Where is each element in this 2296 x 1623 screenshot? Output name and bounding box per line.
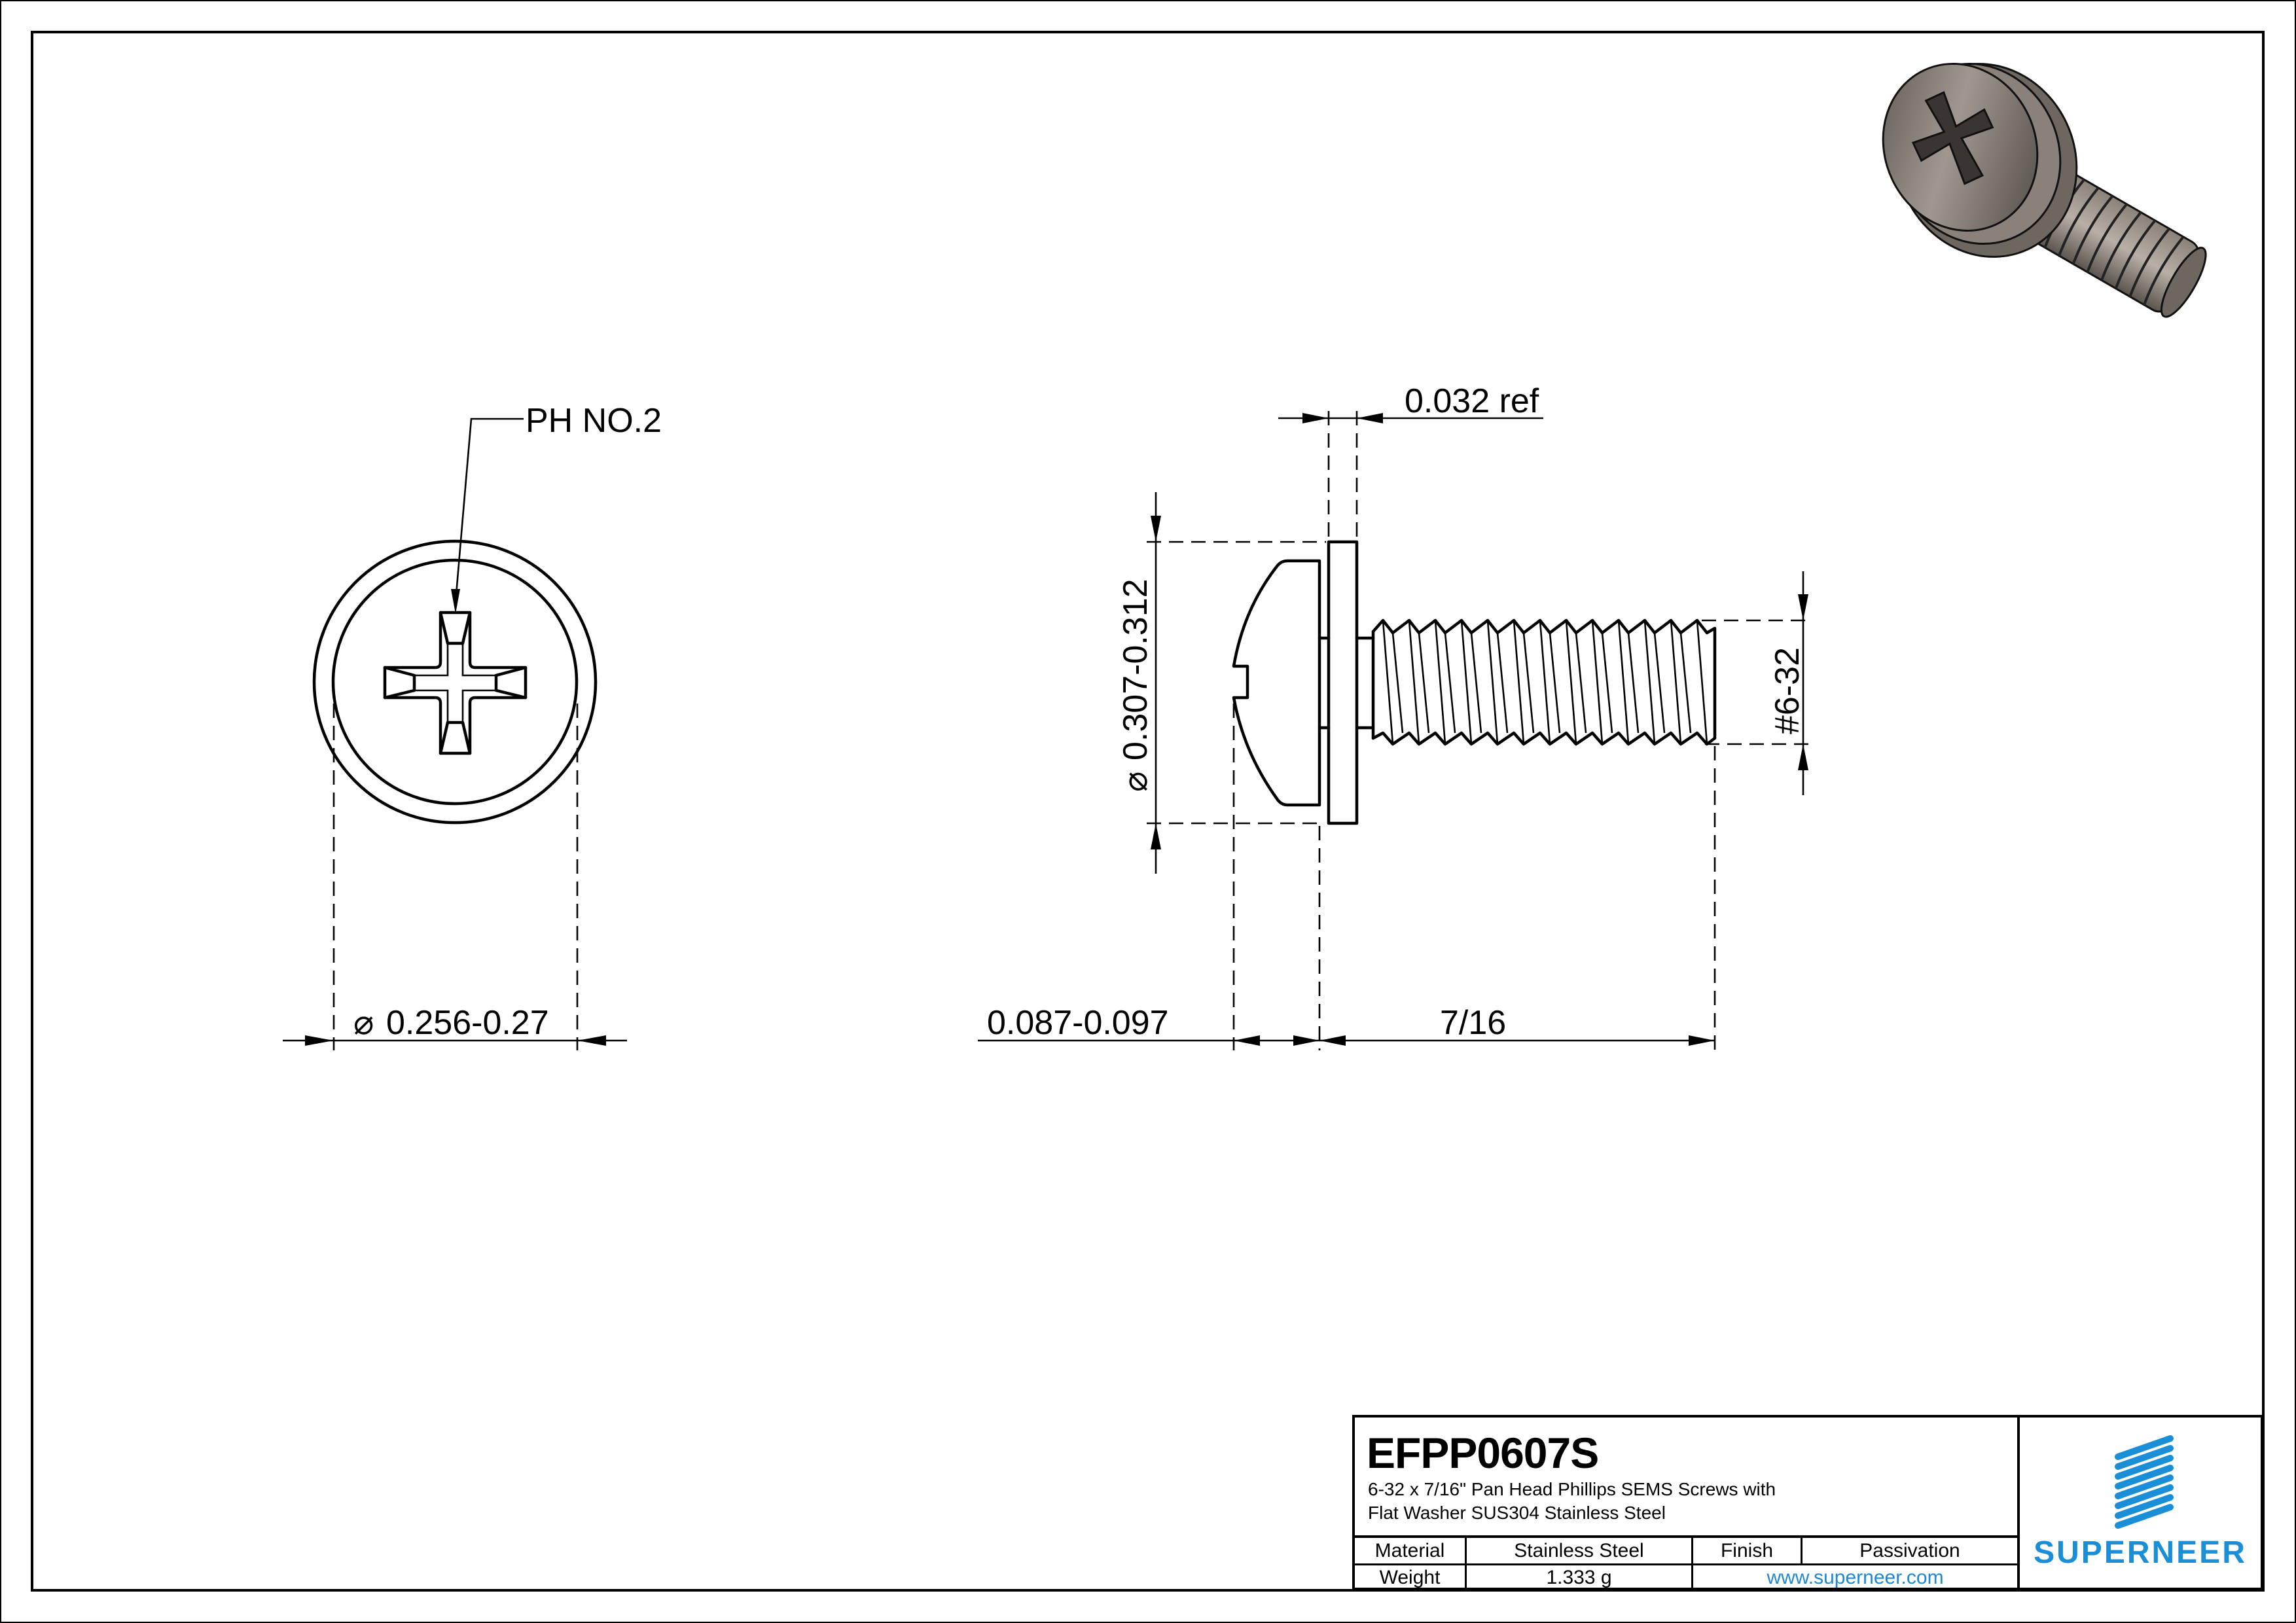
dimension-head-diameter: 0.256-0.27	[386, 1004, 549, 1042]
arrow-icon	[577, 1035, 606, 1046]
arrow-icon	[1689, 1035, 1715, 1046]
arrow-icon	[1798, 594, 1808, 620]
superneer-logo-icon	[2115, 1435, 2174, 1529]
dimension-head-height: 0.087-0.097	[987, 1004, 1169, 1042]
weight-label: Weight	[1355, 1565, 1467, 1590]
arrow-icon	[1151, 516, 1161, 542]
title-block-properties: Material Stainless Steel Finish Passivat…	[1355, 1535, 2020, 1590]
arrow-icon	[1151, 823, 1161, 849]
title-block-header: EFPP0607S 6-32 x 7/16" Pan Head Phillips…	[1355, 1418, 2020, 1535]
title-block: EFPP0607S 6-32 x 7/16" Pan Head Phillips…	[1352, 1415, 2263, 1590]
arrow-icon	[1357, 413, 1383, 423]
thread-profile	[1371, 618, 1717, 746]
inner-border	[31, 31, 2265, 1592]
arrow-icon	[1798, 744, 1808, 770]
arrow-icon	[1302, 413, 1329, 423]
finish-value: Passivation	[1859, 1539, 1960, 1561]
screw-3d-render-icon	[1882, 63, 2207, 318]
head-outline	[331, 558, 579, 806]
website-link[interactable]: www.superneer.com	[1767, 1567, 1944, 1588]
callout-ph-no2: PH NO.2	[526, 402, 662, 440]
brand-name: SUPERNEER	[2034, 1535, 2247, 1570]
properties-row-material: Material Stainless Steel Finish Passivat…	[1355, 1538, 2017, 1565]
properties-row-weight: Weight 1.333 g www.superneer.com	[1355, 1565, 2017, 1590]
top-view: PH NO.2 ⌀ 0.256-0.27	[283, 402, 662, 1050]
finish-label: Finish	[1693, 1538, 1803, 1563]
arrow-icon	[1293, 1035, 1319, 1046]
side-view: 0.032 ref ⌀ 0.307-0.312 #6-32 0.087-0.09…	[978, 382, 1813, 1050]
arrow-icon	[1234, 1035, 1260, 1046]
leader-arrow	[451, 589, 460, 614]
pan-head-outline	[1232, 559, 1321, 807]
dimension-thread: #6-32	[1768, 647, 1806, 734]
dimension-head-diameter-symbol: ⌀	[353, 1004, 374, 1042]
dimension-washer-diameter-symbol: ⌀	[1117, 772, 1155, 792]
description-line-2: Flat Washer SUS304 Stainless Steel	[1368, 1503, 1666, 1523]
phillips-recess-icon	[383, 611, 528, 755]
material-value: Stainless Steel	[1467, 1538, 1693, 1563]
callout-leader	[454, 418, 524, 603]
arrow-icon	[305, 1035, 334, 1046]
description-line-1: 6-32 x 7/16" Pan Head Phillips SEMS Scre…	[1368, 1479, 1776, 1499]
weight-value: 1.333 g	[1467, 1565, 1693, 1590]
part-description: 6-32 x 7/16" Pan Head Phillips SEMS Scre…	[1368, 1478, 1776, 1525]
flat-washer	[1327, 540, 1359, 825]
washer-outline	[312, 539, 598, 825]
brand-logo: SUPERNEER	[2020, 1418, 2261, 1588]
arrow-icon	[1319, 1035, 1346, 1046]
material-label: Material	[1355, 1538, 1467, 1563]
dimension-washer-diameter: 0.307-0.312	[1117, 579, 1155, 760]
dimension-length: 7/16	[1440, 1004, 1506, 1042]
part-number: EFPP0607S	[1367, 1429, 1599, 1477]
dimension-washer-thickness: 0.032 ref	[1405, 382, 1539, 420]
